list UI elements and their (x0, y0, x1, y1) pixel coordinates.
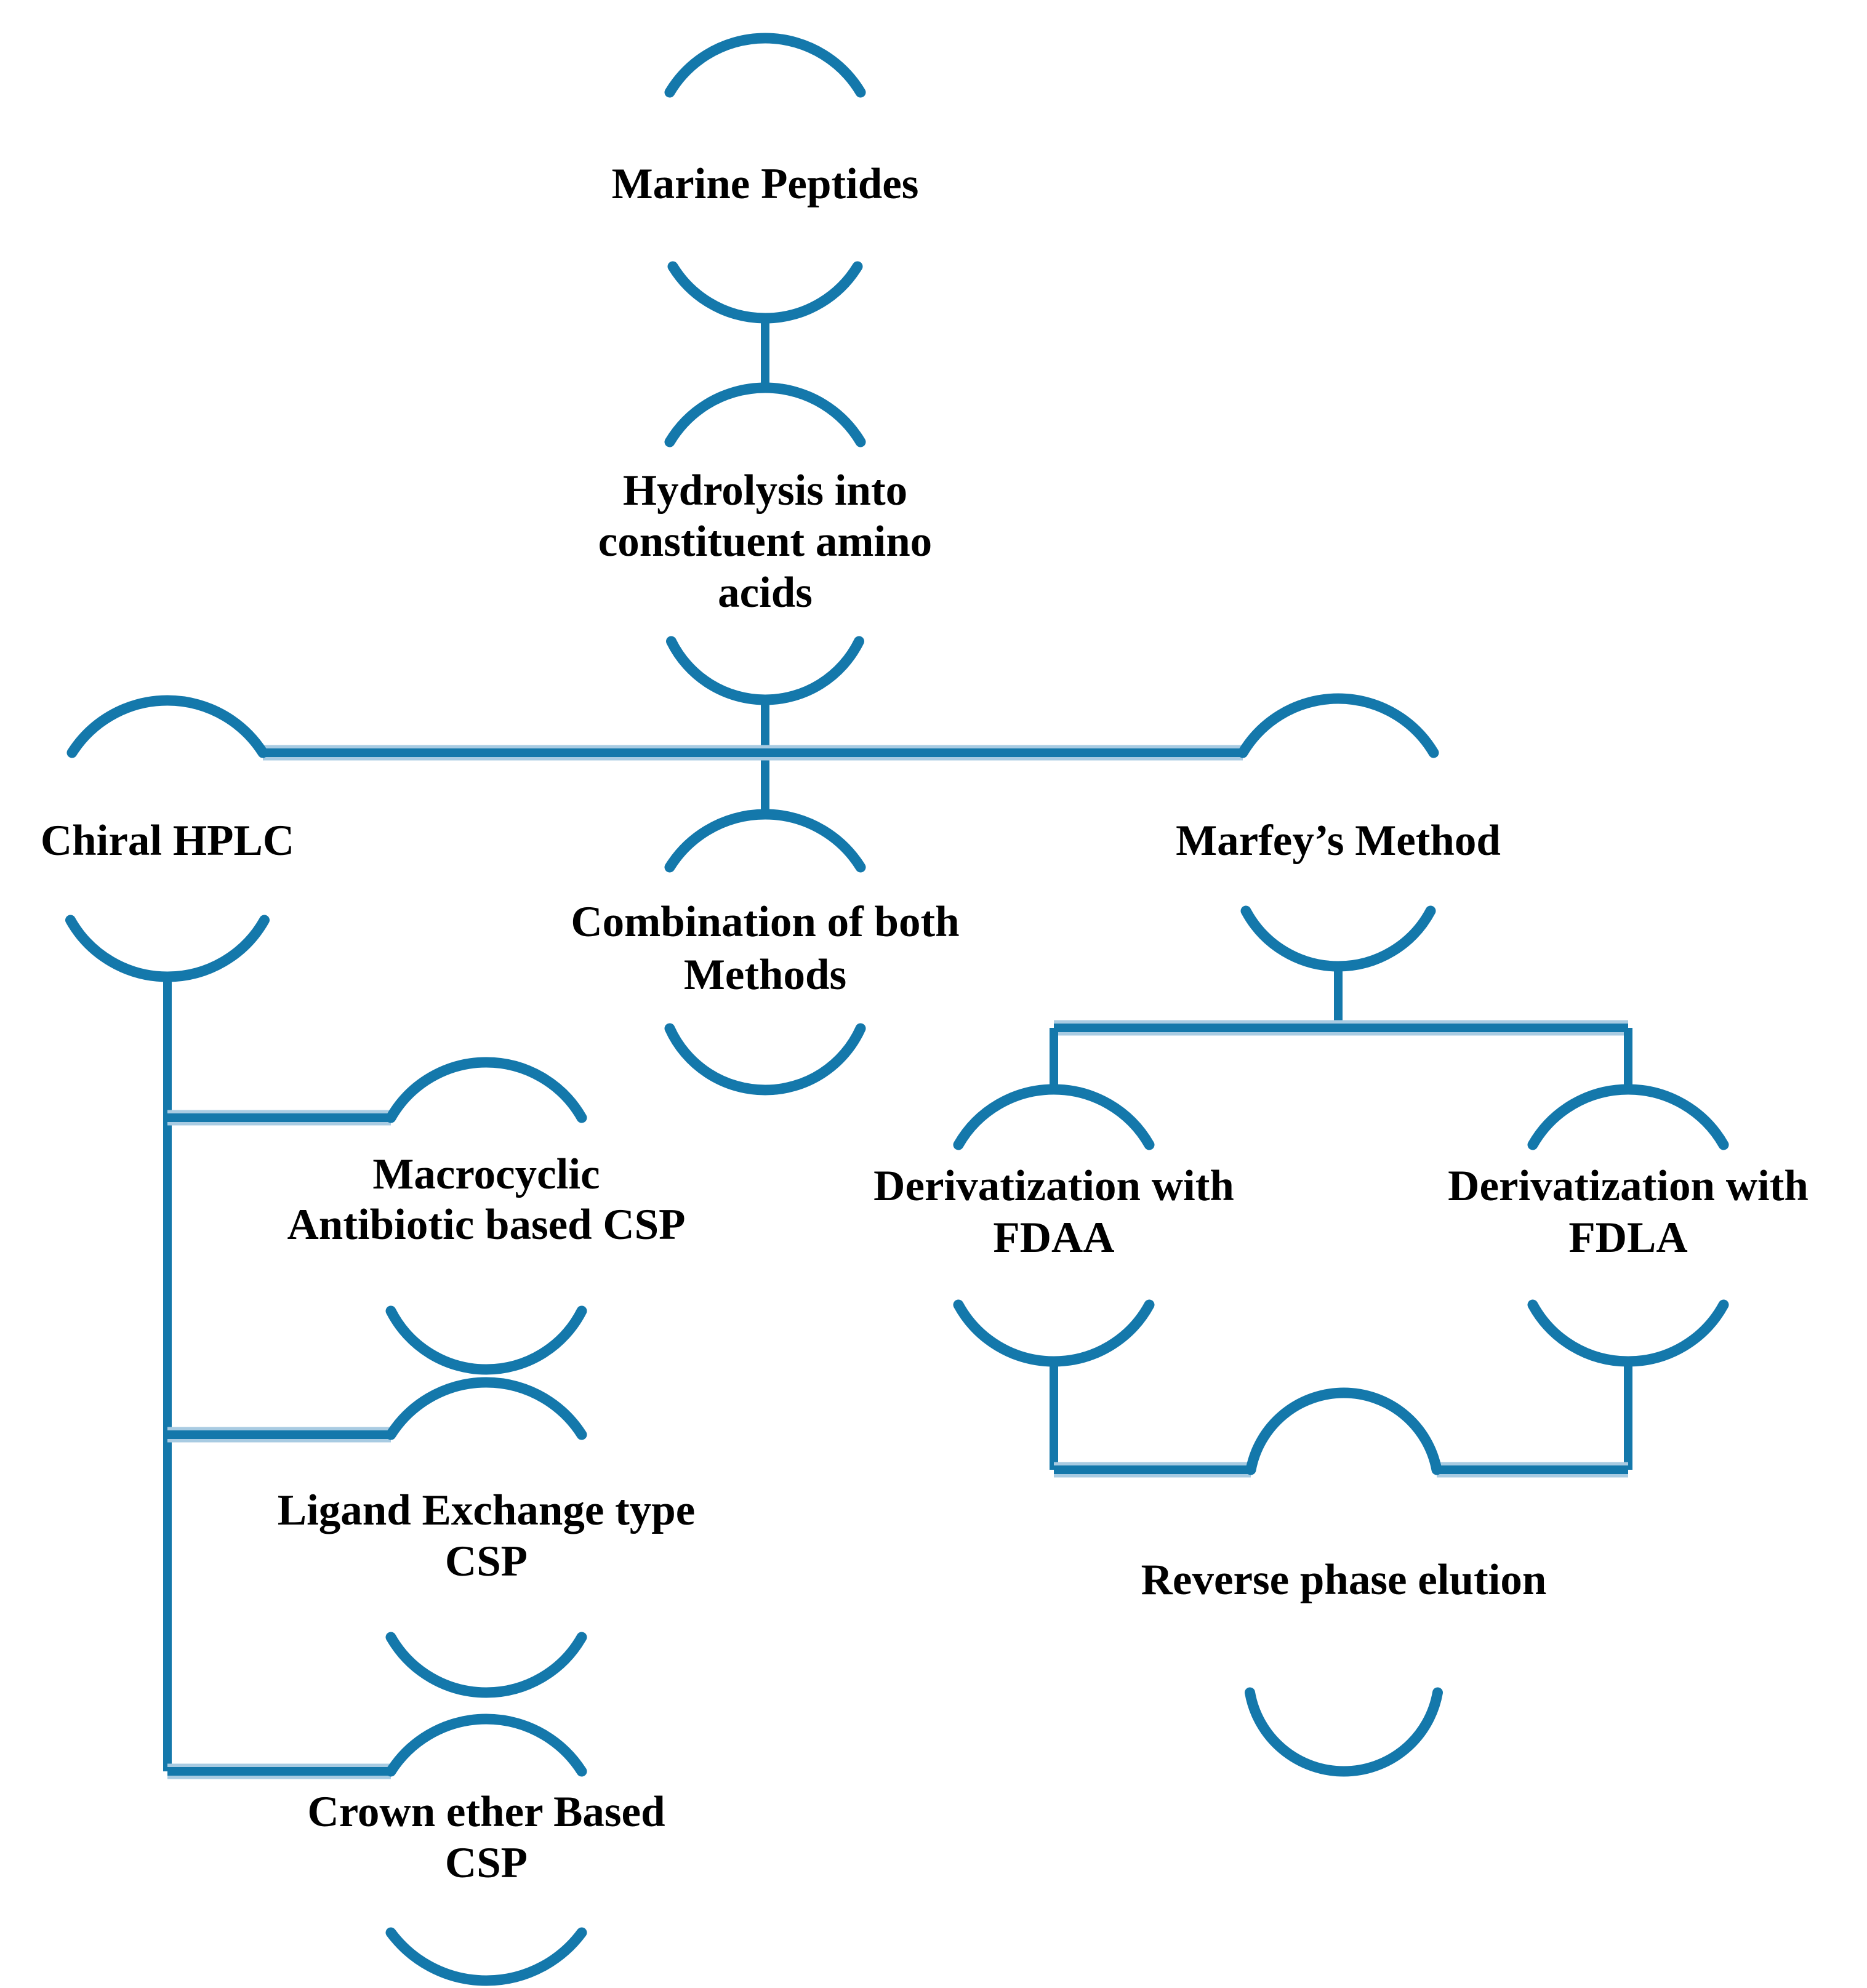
node-arc-bottom (385, 1632, 587, 1698)
node-label-line: Antibiotic based CSP (287, 1201, 686, 1249)
node-arc-top (664, 809, 866, 873)
node-arc-top (664, 33, 866, 98)
node-arc-bottom (953, 1299, 1155, 1367)
node-label-line: Crown ether Based (307, 1788, 665, 1836)
node-label-line: FDAA (993, 1214, 1114, 1262)
node-arc-bottom (1527, 1299, 1729, 1367)
node-arc-top (385, 1057, 587, 1123)
node-arc-bottom (385, 1927, 587, 1986)
node-arc-bottom (664, 1023, 866, 1096)
node-label-line: Derivatization with (1448, 1162, 1809, 1210)
node-label-line: Macrocyclic (372, 1150, 600, 1198)
node-arc-top (1245, 1387, 1442, 1475)
node-label-line: Marine Peptides (612, 160, 919, 208)
node-label-line: Chiral HPLC (41, 817, 294, 865)
node-arc-top (385, 1377, 587, 1440)
node-label-line: Ligand Exchange type (278, 1486, 696, 1534)
node-arc-top (664, 382, 866, 447)
node-label-line: Derivatization with (873, 1162, 1234, 1210)
node-arc-top (66, 695, 268, 758)
node-arc-top (1527, 1084, 1729, 1150)
node-label-line: CSP (445, 1537, 528, 1585)
node-label-line: Combination of both (571, 898, 959, 946)
node-marfeys-method: Marfey’s Method (1176, 693, 1501, 972)
node-arc-bottom (65, 915, 270, 982)
node-label-line: constituent amino (598, 518, 932, 566)
node-arc-top (385, 1713, 587, 1777)
node-label-line: acids (718, 569, 813, 617)
node-label-line: Methods (684, 951, 846, 999)
node-label-line: Marfey’s Method (1176, 817, 1501, 865)
node-label-line: CSP (445, 1839, 528, 1887)
node-arc-top (1237, 693, 1439, 758)
node-label-line: Hydrolysis into (623, 467, 907, 515)
node-arc-top (953, 1084, 1155, 1150)
node-reverse-phase-elution: Reverse phase elution (1141, 1387, 1547, 1777)
node-marine-peptides: Marine Peptides (612, 33, 919, 324)
node-arc-bottom (1245, 1687, 1443, 1777)
node-label-line: Reverse phase elution (1141, 1556, 1547, 1604)
node-arc-bottom (667, 261, 863, 324)
node-arc-bottom (385, 1305, 587, 1375)
node-arc-bottom (666, 636, 864, 705)
node-arc-bottom (1240, 905, 1436, 972)
node-label-line: FDLA (1568, 1214, 1687, 1262)
node-chiral-hplc: Chiral HPLC (41, 695, 294, 982)
